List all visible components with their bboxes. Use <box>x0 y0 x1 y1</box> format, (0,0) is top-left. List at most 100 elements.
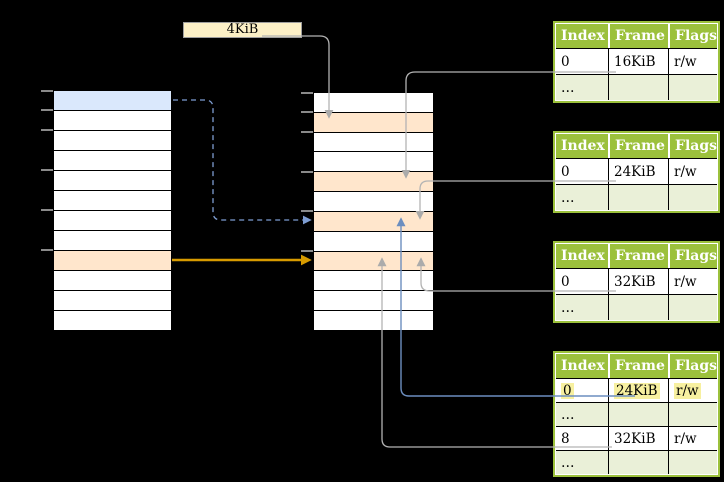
address-tick <box>41 248 53 251</box>
page-table-row: … <box>556 402 717 426</box>
page-table-header-cell: Flags <box>668 354 717 378</box>
page-table-header-cell: Index <box>561 358 605 374</box>
memory-row <box>314 172 433 193</box>
page-table-row: … <box>556 74 717 100</box>
address-tick <box>41 129 53 132</box>
page-table-header-cell: Index <box>561 138 605 154</box>
memory-row <box>314 152 433 173</box>
virtual-memory-table <box>53 90 172 331</box>
page-table-cell <box>608 402 668 426</box>
address-tick <box>301 111 313 114</box>
page-table-cell <box>608 184 668 210</box>
highlighted-value: 24KiB <box>614 382 660 399</box>
page-table-cell: 24KiB <box>608 158 668 184</box>
page-table-row: 0 24KiB r/w <box>556 378 717 402</box>
page-table-header-cell: Flags <box>668 134 717 158</box>
page-table-cell: r/w <box>668 268 717 294</box>
memory-row <box>54 251 171 271</box>
page-table-row: … <box>556 450 717 474</box>
page-table-cell: 16KiB <box>608 48 668 74</box>
page-table-cell <box>668 402 717 426</box>
page-table-cell: 8 <box>556 426 608 450</box>
page-table-cell <box>668 74 717 100</box>
address-tick <box>41 109 53 112</box>
page-table-cell <box>668 184 717 210</box>
page-table-cell: r/w <box>668 426 717 450</box>
memory-row <box>314 311 433 330</box>
memory-row <box>54 211 171 231</box>
page-table-cell: 24KiB <box>608 378 668 402</box>
page-table-cell: r/w <box>668 48 717 74</box>
memory-row <box>54 171 171 191</box>
page-table-cell: 0 <box>556 268 608 294</box>
page-table-cell: r/w <box>668 158 717 184</box>
page-table-cell: … <box>556 184 608 210</box>
address-tick <box>301 249 313 252</box>
page-table-cell <box>668 294 717 320</box>
memory-row <box>54 131 171 151</box>
address-tick <box>41 169 53 172</box>
highlighted-value: 0 <box>561 382 574 399</box>
page-table-cell: r/w <box>668 378 717 402</box>
page-size-text: 4KiB <box>226 22 259 37</box>
memory-row <box>314 93 433 113</box>
page-table-cell: … <box>556 74 608 100</box>
address-tick <box>301 170 313 173</box>
memory-row <box>314 192 433 212</box>
page-table-header-cell: Frame <box>608 134 668 158</box>
memory-row <box>54 271 171 291</box>
memory-row <box>54 191 171 211</box>
memory-row <box>54 311 171 330</box>
address-tick <box>301 91 313 94</box>
page-table-header-cell: Flags <box>668 244 717 268</box>
arrow-virtual-page-dashed <box>173 99 312 225</box>
memory-row <box>54 291 171 311</box>
page-table-cell: … <box>556 294 608 320</box>
page-table-cell: 32KiB <box>608 426 668 450</box>
memory-row <box>54 111 171 131</box>
address-tick <box>301 210 313 212</box>
page-table-cell <box>608 450 668 474</box>
highlighted-value: r/w <box>674 382 701 399</box>
page-table-cell: 0 <box>556 378 608 402</box>
memory-row <box>54 231 171 251</box>
page-table-cell: 32KiB <box>608 268 668 294</box>
memory-row <box>314 291 433 312</box>
physical-memory-table <box>313 92 434 331</box>
page-table-header-cell: Frame <box>608 244 668 268</box>
page-table-cell: … <box>556 450 608 474</box>
page-table-cell: … <box>556 402 608 426</box>
memory-row <box>314 132 433 153</box>
page-table-header-cell: Flags <box>668 24 717 48</box>
memory-row <box>314 211 433 232</box>
page-table-cell <box>608 74 668 100</box>
page-table-row: … <box>556 294 717 320</box>
memory-row <box>314 231 433 252</box>
page-table-header-cell: Frame <box>608 354 668 378</box>
memory-row <box>54 151 171 171</box>
page-table-header-cell: Index <box>561 248 605 264</box>
page-table-header-cell: Frame <box>608 24 668 48</box>
memory-row <box>54 91 171 111</box>
address-tick <box>41 209 53 211</box>
page-table-cell: 0 <box>556 48 608 74</box>
page-table-header-cell: Index <box>561 28 605 44</box>
address-tick <box>41 89 53 92</box>
page-size-label: 4KiB <box>183 22 302 38</box>
address-tick <box>301 131 313 133</box>
page-table-row: … <box>556 184 717 210</box>
memory-row <box>314 271 433 292</box>
page-table-cell <box>608 294 668 320</box>
page-table-cell: 0 <box>556 158 608 184</box>
